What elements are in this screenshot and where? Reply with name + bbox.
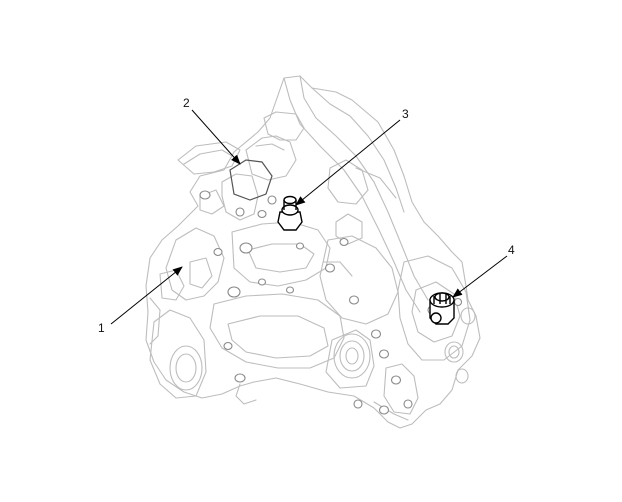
callout-label-2: 2 xyxy=(183,96,190,110)
case-bolts xyxy=(199,190,463,415)
part-2-bracket xyxy=(229,159,273,201)
leader-line-1 xyxy=(110,266,183,325)
callout-label-1: 1 xyxy=(98,321,105,335)
part-4-sensor xyxy=(429,292,455,325)
transaxle-case xyxy=(145,75,481,429)
callout-label-3: 3 xyxy=(402,107,409,121)
part-3-switch xyxy=(277,195,303,231)
callout-label-4: 4 xyxy=(508,243,515,257)
leader-line-4 xyxy=(452,255,508,298)
leader-line-3 xyxy=(295,119,401,206)
leader-line-2 xyxy=(191,109,241,165)
